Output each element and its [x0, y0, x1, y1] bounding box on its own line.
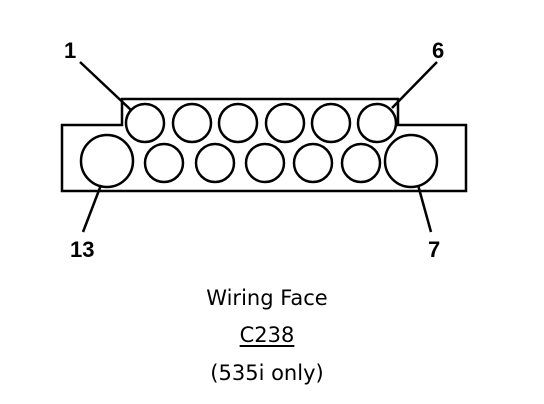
pin-cavity-2 [171, 102, 213, 144]
pin-label-bottom-right: 7 [428, 237, 440, 262]
leader-lines [79, 61, 438, 233]
pin-cavity-7 [383, 133, 439, 189]
pin-cavity-6 [356, 102, 398, 144]
model-note-label: (535i only) [210, 361, 324, 385]
pin-cavity-13 [79, 133, 135, 189]
pin-cavity-3 [217, 102, 259, 144]
pin-cavity-11 [194, 142, 236, 184]
connector-housing [60, 97, 468, 193]
pin-cavity-12 [143, 142, 185, 184]
wiring-face-label: Wiring Face [206, 286, 328, 310]
pin-label-bottom-left: 13 [70, 237, 94, 262]
pin-cavity-9 [292, 142, 334, 184]
pin-cavity-8 [340, 142, 382, 184]
pin-cavity-1 [124, 102, 166, 144]
leader-line-13 [81, 184, 103, 233]
leader-line-6 [391, 61, 438, 109]
leader-line-7 [416, 184, 433, 233]
pin-label-top-right: 6 [432, 38, 444, 63]
top-pin-row [124, 102, 398, 144]
leader-line-1 [79, 61, 132, 111]
pin-label-top-left: 1 [64, 38, 76, 63]
connector-id-label: C238 [239, 323, 295, 347]
pin-cavity-5 [310, 102, 352, 144]
pin-cavity-10 [244, 142, 286, 184]
bottom-pin-row [79, 133, 439, 189]
pin-cavity-4 [264, 102, 306, 144]
